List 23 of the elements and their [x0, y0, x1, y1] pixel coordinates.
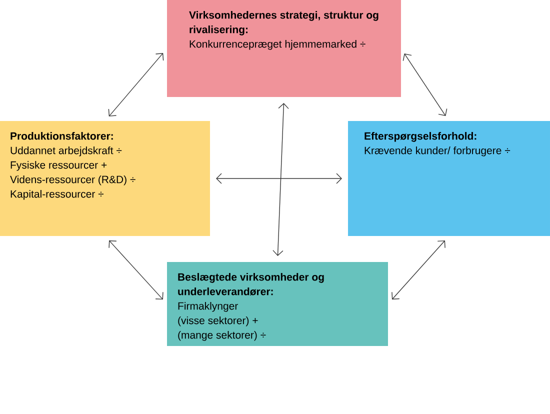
arrow — [108, 53, 164, 116]
body-text: (mange sektorer) ÷ — [178, 331, 266, 341]
heading: Efterspørgselsforhold: — [364, 132, 476, 142]
arrow — [402, 54, 448, 116]
arrow — [216, 173, 342, 184]
arrow — [108, 240, 164, 300]
body-text: Konkurrencepræget hjemmemarked ÷ — [190, 40, 366, 50]
factor-box — [0, 121, 210, 236]
body-text: Firmaklynger — [178, 302, 238, 312]
heading: Produktionsfaktorer: — [10, 132, 113, 140]
heading: Beslægtede virksomheder og underleverandører: — [178, 273, 324, 296]
body-text: Videns-ressourcer (R&D) ÷ — [10, 176, 136, 186]
arrow — [392, 240, 446, 300]
body-text: Fysiske ressourcer + — [10, 161, 107, 171]
body-text: Uddannet arbejdskraft ÷ — [10, 146, 122, 156]
factor-box — [348, 121, 550, 236]
heading: Virksomhedernes strategi, struktur og rivalisering: — [189, 11, 378, 36]
arrow — [272, 103, 289, 256]
body-text: Krævende kunder/ forbrugere ÷ — [364, 146, 510, 156]
factor-box — [167, 0, 401, 97]
body-text: (visse sektorer) + — [178, 316, 258, 326]
body-text: Kapital-ressourcer ÷ — [10, 190, 104, 200]
factor-box — [167, 262, 388, 346]
